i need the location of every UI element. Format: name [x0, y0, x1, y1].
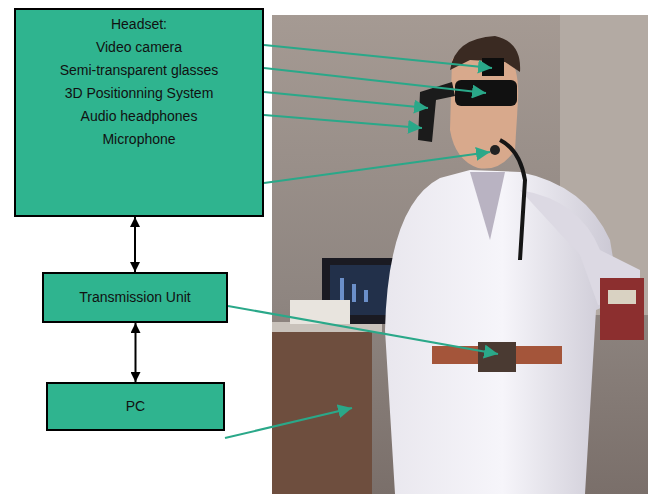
component-label: Video camera [96, 36, 182, 59]
screen-bar [340, 278, 344, 302]
component-label: Headset: [111, 13, 167, 36]
component-label: Audio headphones [81, 105, 198, 128]
keyboard [290, 300, 350, 324]
screen-bar [352, 284, 356, 302]
component-box: PC [46, 382, 225, 431]
microphone [490, 145, 500, 155]
component-box: Transmission Unit [42, 272, 228, 323]
held-device-panel [608, 290, 636, 304]
leader-line [264, 92, 428, 108]
component-label: Transmission Unit [79, 286, 191, 309]
held-device [600, 278, 644, 340]
component-label: Semi-transparent glasses [60, 59, 219, 82]
double-arrow [135, 323, 137, 382]
transmission-pack [478, 342, 516, 372]
lab-coat [385, 170, 620, 494]
component-label: PC [126, 395, 145, 418]
headset-band [418, 82, 455, 142]
wall [272, 15, 648, 494]
screen-bar [364, 290, 368, 302]
double-arrow [134, 217, 136, 272]
leader-line [264, 45, 492, 68]
leader-line [264, 152, 490, 183]
component-label: 3D Positionning System [65, 82, 214, 105]
cabinet [272, 330, 372, 494]
leader-line [225, 408, 352, 438]
component-label: Microphone [102, 128, 175, 151]
leader-line [228, 306, 498, 354]
leader-line [264, 115, 422, 128]
leader-line [264, 68, 486, 93]
headset-cable [500, 140, 525, 260]
component-box: Headset:Video cameraSemi-transparent gla… [14, 8, 264, 217]
collar-shadow [470, 172, 505, 240]
